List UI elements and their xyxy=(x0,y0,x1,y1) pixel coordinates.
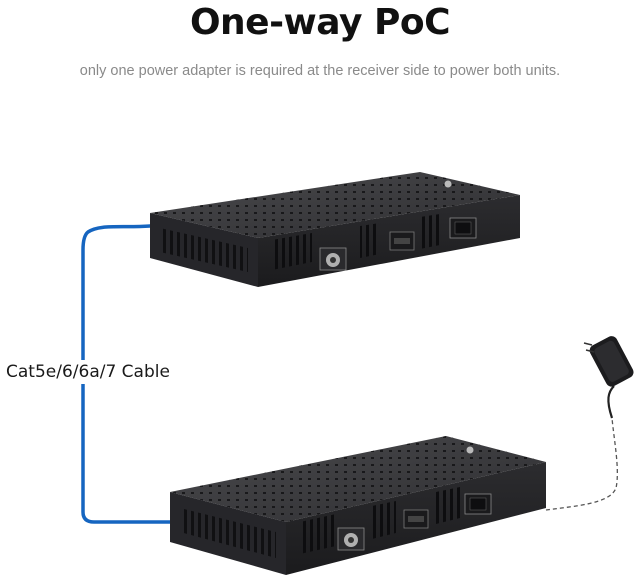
page-subtitle: only one power adapter is required at th… xyxy=(79,63,561,79)
transmitter-unit xyxy=(150,172,520,287)
receiver-unit xyxy=(170,436,546,575)
rj45-port-icon xyxy=(464,493,492,515)
brand-logo-icon xyxy=(444,180,452,188)
page-title: One-way PoC xyxy=(189,2,451,43)
rj45-port-icon xyxy=(449,217,477,239)
power-cable xyxy=(545,417,618,511)
hdmi-port-icon xyxy=(389,231,415,251)
power-port-icon xyxy=(337,527,365,551)
power-port-icon xyxy=(319,247,347,271)
power-adapter-icon xyxy=(583,336,634,419)
cable-label: Cat5e/6/6a/7 Cable xyxy=(6,360,170,384)
hdmi-port-icon xyxy=(403,509,429,529)
network-cable xyxy=(81,224,172,524)
brand-logo-icon xyxy=(466,446,474,454)
